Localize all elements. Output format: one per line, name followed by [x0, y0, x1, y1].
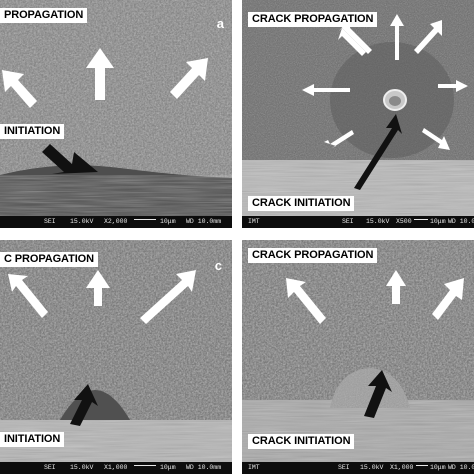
sem-info-bar: SEI 15.0kV X1,000 10μm WD 10.0mm: [0, 462, 232, 474]
sem-magnification: X500: [396, 218, 412, 225]
propagation-label: CRACK PROPAGATION: [248, 248, 378, 263]
sem-info-bar: SEI 15.0kV X2,000 10μm WD 10.0mm: [0, 216, 232, 228]
sem-voltage: 15.0kV: [360, 464, 384, 471]
panel-letter: a: [216, 16, 224, 31]
sem-magnification: X2,000: [104, 218, 128, 225]
initiation-label: INITIATION: [0, 124, 65, 139]
sem-panel-d: CRACK PROPAGATION CRACK INITIATION IMT S…: [242, 240, 474, 474]
sem-magnification: X1,000: [104, 464, 128, 471]
sem-panel-b: CRACK PROPAGATION CRACK INITIATION IMT S…: [242, 0, 474, 228]
initiation-label: CRACK INITIATION: [248, 434, 355, 449]
scale-bar: [414, 219, 428, 220]
panel-letter: c: [214, 258, 222, 273]
sem-scale: 10μm: [160, 218, 176, 225]
initiation-label: CRACK INITIATION: [248, 196, 355, 211]
fracture-surface-image: [0, 0, 232, 228]
propagation-label: CRACK PROPAGATION: [248, 12, 378, 27]
sem-magnification: X1,000: [390, 464, 414, 471]
initiation-label: INITIATION: [0, 432, 65, 447]
scale-bar: [416, 465, 428, 466]
propagation-label: PROPAGATION: [0, 8, 88, 23]
sem-voltage: 15.0kV: [366, 218, 390, 225]
sem-scale: 10μm: [160, 464, 176, 471]
sem-detector: SEI: [342, 218, 354, 225]
propagation-label: C PROPAGATION: [0, 252, 98, 267]
sem-panel-c: C PROPAGATION c INITIATION SEI 15.0kV X1…: [0, 240, 232, 474]
sem-panel-a: PROPAGATION a INITIATION SEI 15.0kV X2,0…: [0, 0, 232, 228]
scale-bar: [134, 219, 156, 220]
sem-working-distance: WD 10.0mm: [186, 218, 222, 225]
sem-detector: SEI: [338, 464, 350, 471]
sem-voltage: 15.0kV: [70, 464, 94, 471]
sem-info-bar: IMT SEI 15.0kV X500 10μm WD 10.0mm: [242, 216, 474, 228]
sem-info-bar: IMT SEI 15.0kV X1,000 10μm WD 10.0mm: [242, 462, 474, 474]
sem-scale: 10μm: [430, 218, 446, 225]
fracture-surface-image: [242, 0, 474, 228]
scale-bar: [134, 465, 156, 466]
sem-voltage: 15.0kV: [70, 218, 94, 225]
sem-detector: SEI: [44, 218, 56, 225]
sem-working-distance: WD 10.0mm: [186, 464, 222, 471]
sem-detector: SEI: [44, 464, 56, 471]
sem-scale: 10μm: [430, 464, 446, 471]
sem-org: IMT: [248, 464, 260, 471]
sem-working-distance: WD 10.0mm: [448, 464, 474, 471]
sem-working-distance: WD 10.0mm: [448, 218, 474, 225]
sem-org: IMT: [248, 218, 260, 225]
